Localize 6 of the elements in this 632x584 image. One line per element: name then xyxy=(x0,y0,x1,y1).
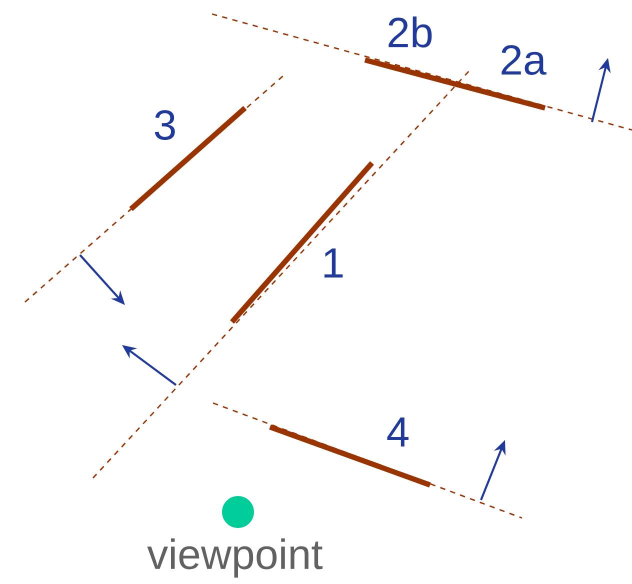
wall-label: 2b xyxy=(388,16,432,48)
wall-label: 4 xyxy=(387,418,408,447)
viewpoint-label: viewpoint xyxy=(147,538,323,578)
wall-label: 1 xyxy=(324,248,343,278)
wall-label: 3 xyxy=(154,110,175,140)
wall-label: 2a xyxy=(502,45,546,75)
